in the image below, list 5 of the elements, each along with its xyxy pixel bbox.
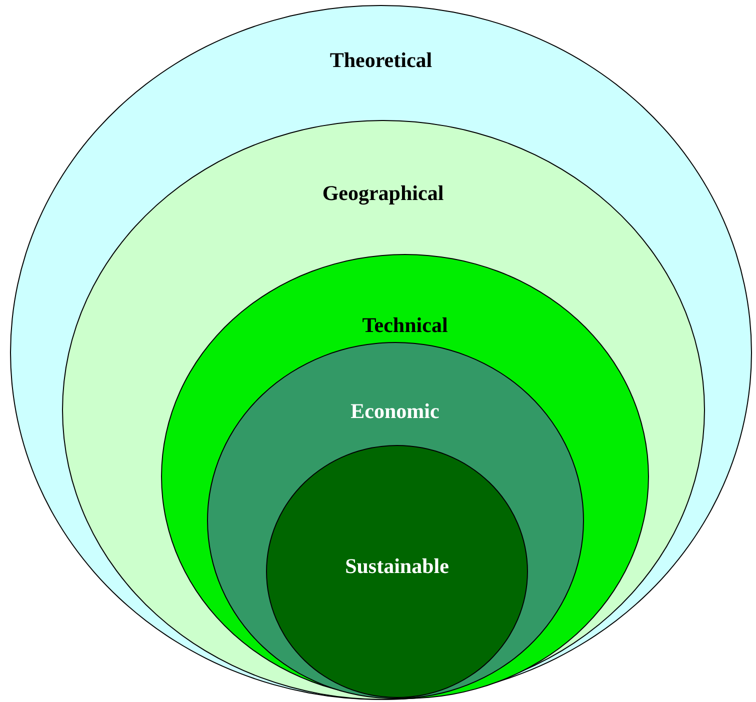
- region-label: Economic: [350, 398, 440, 424]
- region-label: Geographical: [322, 180, 444, 206]
- region-label: Technical: [362, 313, 448, 338]
- region-label: Sustainable: [345, 554, 449, 579]
- region-label: Theoretical: [330, 48, 432, 73]
